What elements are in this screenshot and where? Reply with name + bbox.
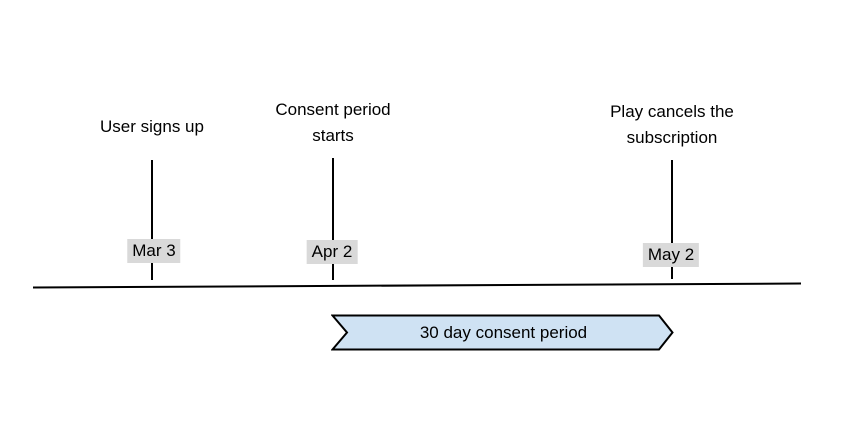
date-label-may-2: May 2 xyxy=(642,243,700,267)
date-label-mar-3: Mar 3 xyxy=(127,239,181,263)
event-tick-mar-3 xyxy=(151,160,153,280)
date-label-apr-2: Apr 2 xyxy=(306,240,358,264)
event-caption-consent-period-starts: Consent period starts xyxy=(275,100,391,145)
consent-period-banner-label: 30 day consent period xyxy=(419,322,588,342)
event-tick-may-2 xyxy=(671,160,673,279)
event-caption-play-cancels-subscription: Play cancels the subscription xyxy=(610,102,734,147)
event-caption-user-signs-up: User signs up xyxy=(100,117,204,136)
event-tick-apr-2 xyxy=(332,158,334,280)
